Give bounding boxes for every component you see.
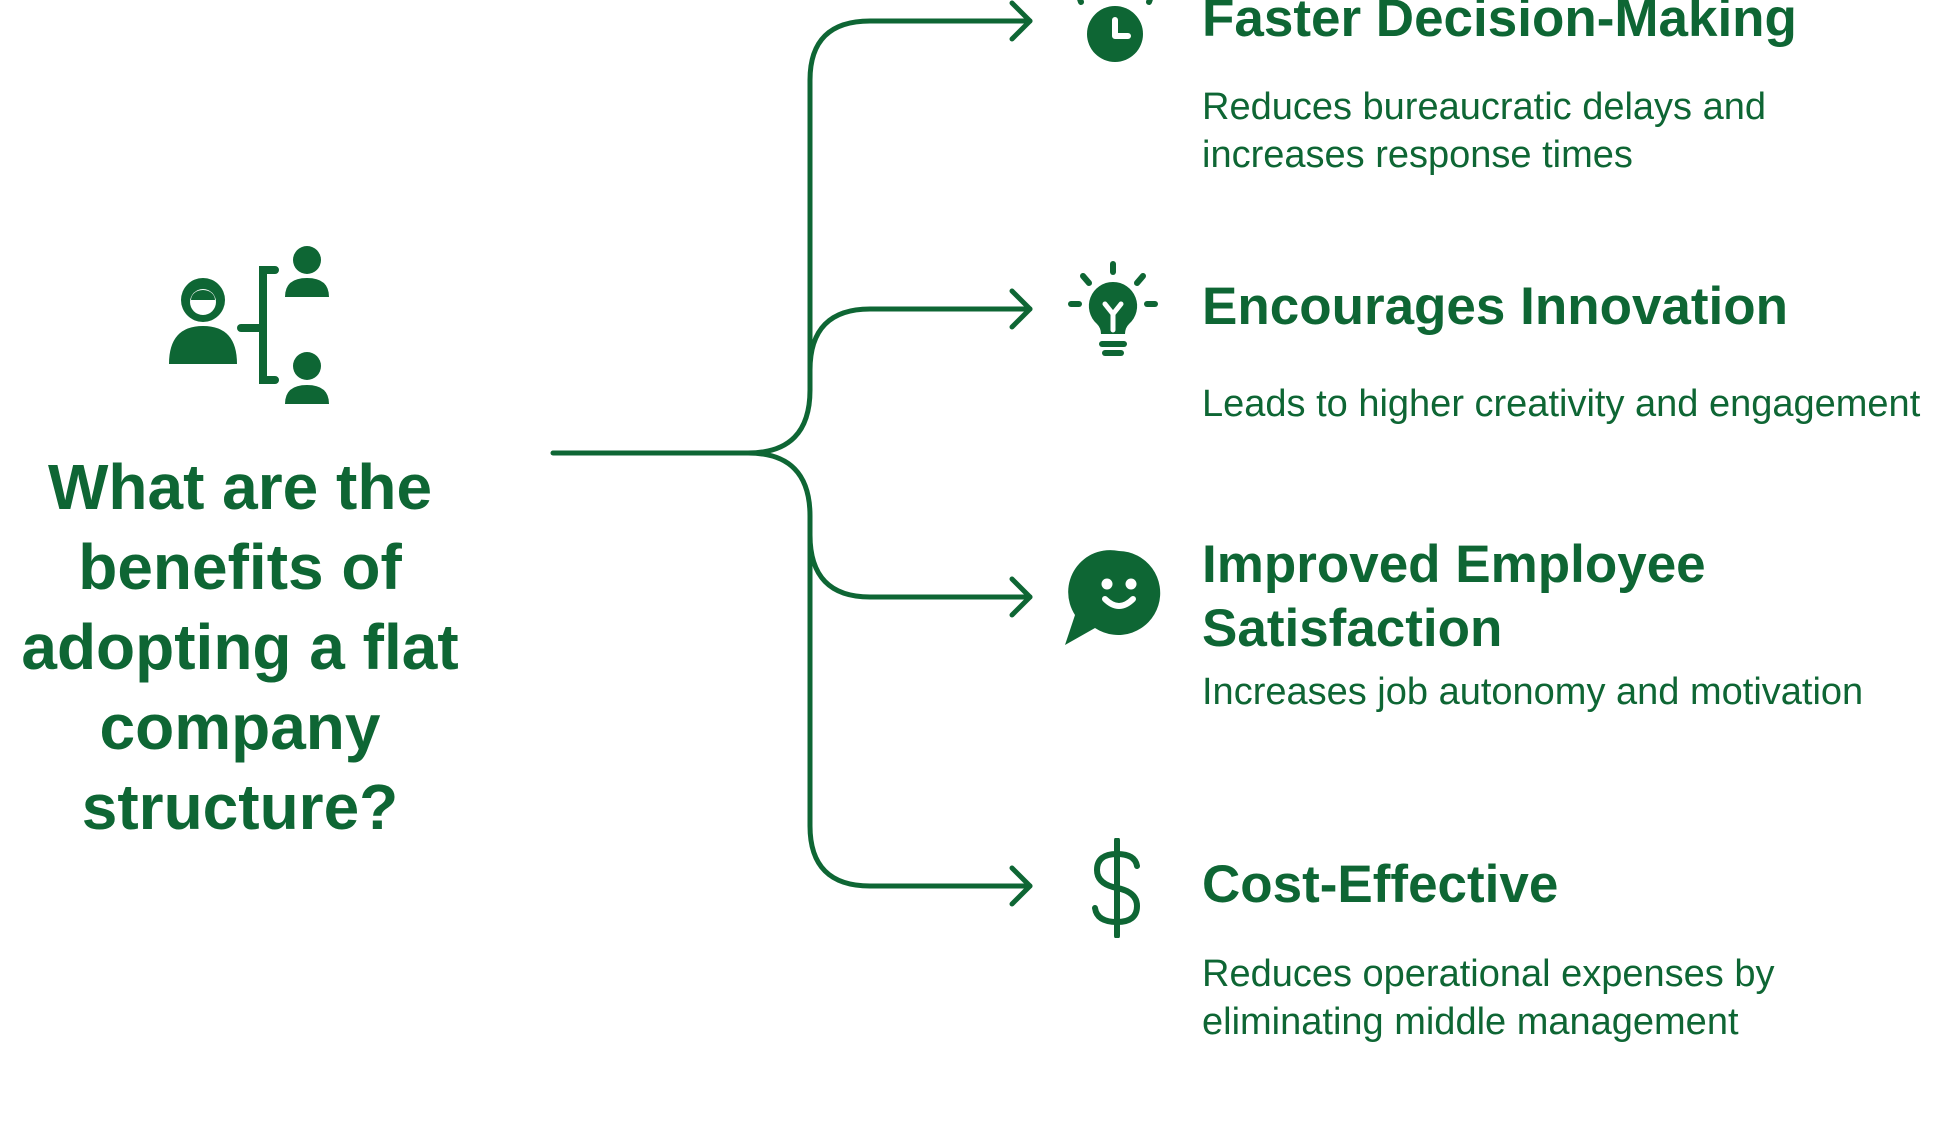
benefit-title-cost-effective: Cost-Effective [1202, 853, 1558, 917]
clock-alarm-icon [1077, 0, 1153, 62]
dollar-sign-icon [1092, 838, 1140, 938]
benefit-description-cost-effective: Reduces operational expenses by eliminat… [1202, 950, 1775, 1046]
question-line: structure? [81, 771, 399, 843]
question-line: company [99, 691, 381, 763]
benefit-description-line: Increases job autonomy and motivation [1202, 671, 1864, 713]
arrowhead-1 [1009, 0, 1033, 42]
benefit-title-encourages-innovation: Encourages Innovation [1202, 275, 1788, 339]
upper-spine [745, 18, 1033, 456]
benefit-description-encourages-innovation: Leads to higher creativity and engagemen… [1202, 380, 1920, 428]
organization-people-icon [169, 246, 329, 404]
question-line: What are the [47, 451, 433, 523]
benefit-description-line: increases response times [1202, 134, 1633, 176]
lightbulb-icon [1068, 261, 1158, 356]
benefit-title-line: Satisfaction [1202, 599, 1503, 658]
lower-spine [745, 450, 1033, 889]
benefit-description-faster-decision-making: Reduces bureaucratic delays and increase… [1202, 83, 1766, 179]
question-line: adopting a flat [21, 611, 459, 683]
arrowhead-4 [1009, 865, 1033, 907]
benefit-title-faster-decision-making: Faster Decision-Making [1202, 0, 1797, 51]
question-line: benefits of [78, 531, 402, 603]
arrowhead-3 [1009, 576, 1033, 618]
benefit-description-line: Reduces bureaucratic delays and [1202, 86, 1767, 128]
benefit-title-line: Faster Decision-Making [1202, 0, 1797, 48]
branch-line-2 [807, 306, 1033, 388]
benefit-description-line: Reduces operational expenses by [1202, 953, 1775, 995]
benefit-title-line: Cost-Effective [1202, 855, 1559, 914]
benefit-title-line: Improved Employee [1202, 535, 1706, 594]
benefit-description-improved-employee-satisfaction: Increases job autonomy and motivation [1202, 668, 1863, 716]
benefit-description-line: eliminating middle management [1202, 1001, 1739, 1043]
benefit-description-line: Leads to higher creativity and engagemen… [1202, 383, 1921, 425]
branch-line-3 [807, 518, 1033, 600]
central-question: What are the benefits of adopting a flat… [0, 447, 480, 847]
arrowhead-2 [1009, 288, 1033, 330]
benefit-title-improved-employee-satisfaction: Improved Employee Satisfaction [1202, 533, 1706, 661]
benefit-title-line: Encourages Innovation [1202, 277, 1789, 336]
smiling-chat-bubble-icon [1065, 550, 1161, 645]
